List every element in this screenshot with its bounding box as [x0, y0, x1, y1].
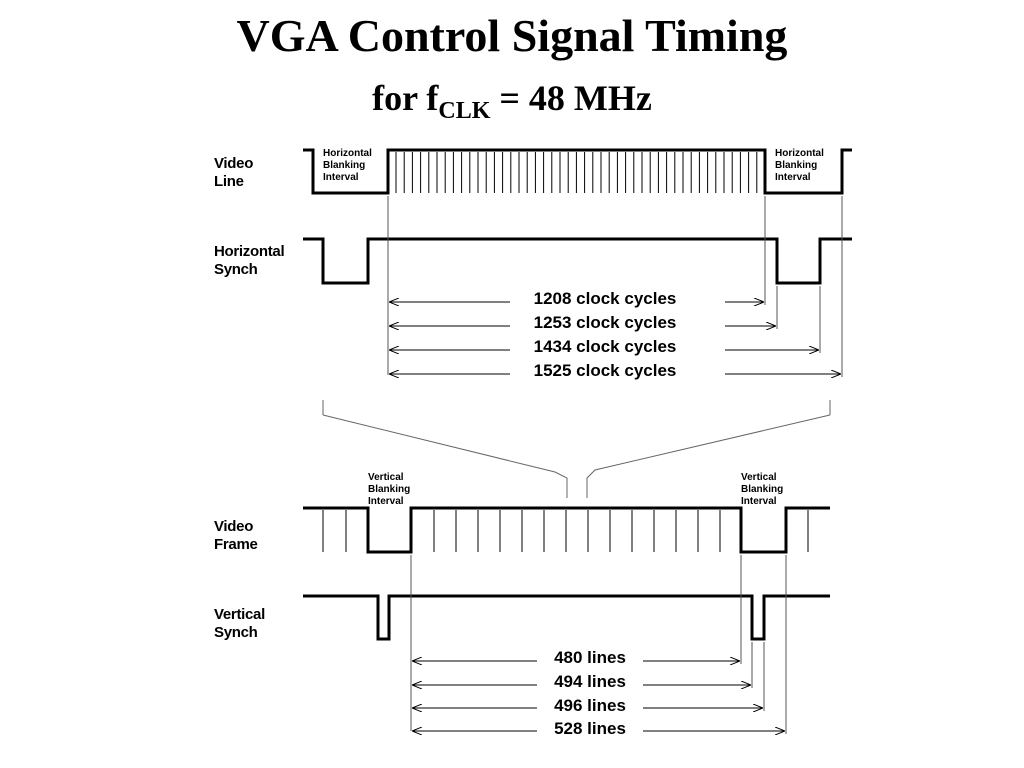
v-blanking-right-2: Blanking [741, 484, 784, 495]
h-blanking-right-label: Horizontal Blanking Interval [775, 148, 824, 184]
v-blanking-right-1: Vertical [741, 472, 777, 483]
h-dim-label-1208: 1208 clock cycles [533, 289, 677, 308]
page-subtitle: for fCLK = 48 MHz [0, 74, 1024, 135]
h-blanking-right-3: Interval [775, 172, 811, 183]
v-blanking-left-2: Blanking [368, 484, 411, 495]
vsync-label-1: Vertical [214, 606, 265, 623]
video-line-label-2: Line [214, 173, 244, 190]
v-blanking-left-label: Vertical Blanking Interval [368, 472, 410, 508]
video-line-ticks [395, 152, 758, 193]
v-dim-label-528: 528 lines [554, 719, 626, 738]
video-frame-label-1: Video [214, 518, 254, 535]
video-line-label: Video Line [214, 155, 253, 191]
subtitle-subscript: CLK [438, 98, 491, 124]
h-blanking-left-1: Horizontal [323, 148, 372, 159]
h-dim-label-1434: 1434 clock cycles [533, 337, 677, 356]
video-frame-label: Video Frame [214, 518, 258, 554]
funnel-right-line [586, 414, 831, 498]
v-dim-label-480: 480 lines [554, 648, 626, 667]
v-blanking-left-3: Interval [368, 496, 404, 507]
v-blanking-right-label: Vertical Blanking Interval [741, 472, 783, 508]
h-dim-label-1253: 1253 clock cycles [533, 313, 677, 332]
h-blanking-left-2: Blanking [323, 160, 366, 171]
zoom-funnel [322, 400, 831, 498]
hsync-label: Horizontal Synch [214, 243, 285, 279]
v-dimension-arrows [413, 661, 784, 731]
vsync-label: Vertical Synch [214, 606, 265, 642]
video-frame-ticks [322, 510, 809, 552]
h-blanking-right-2: Blanking [775, 160, 818, 171]
h-guide-lines [387, 196, 843, 377]
video-line-label-1: Video [214, 155, 254, 172]
hsync-waveform [303, 237, 852, 285]
h-blanking-right-1: Horizontal [775, 148, 824, 159]
vsync-waveform [303, 594, 830, 641]
subtitle-prefix: for f [372, 78, 439, 118]
funnel-left-line [322, 414, 568, 498]
v-blanking-right-3: Interval [741, 496, 777, 507]
subtitle-suffix: = 48 MHz [490, 78, 652, 118]
h-dim-label-1525: 1525 clock cycles [533, 361, 677, 380]
video-line-waveform [303, 148, 852, 195]
v-blanking-left-1: Vertical [368, 472, 404, 483]
h-blanking-left-label: Horizontal Blanking Interval [323, 148, 372, 184]
h-blanking-left-3: Interval [323, 172, 359, 183]
v-dim-label-496: 496 lines [554, 696, 626, 715]
v-guide-lines [410, 555, 787, 734]
page-title: VGA Control Signal Timing [236, 10, 788, 61]
hsync-label-1: Horizontal [214, 243, 285, 260]
hsync-label-2: Synch [214, 261, 258, 278]
vsync-label-2: Synch [214, 624, 258, 641]
v-dim-label-494: 494 lines [554, 672, 626, 691]
video-frame-label-2: Frame [214, 536, 258, 553]
h-dimension-arrows [390, 302, 840, 374]
video-frame-waveform [303, 506, 830, 554]
